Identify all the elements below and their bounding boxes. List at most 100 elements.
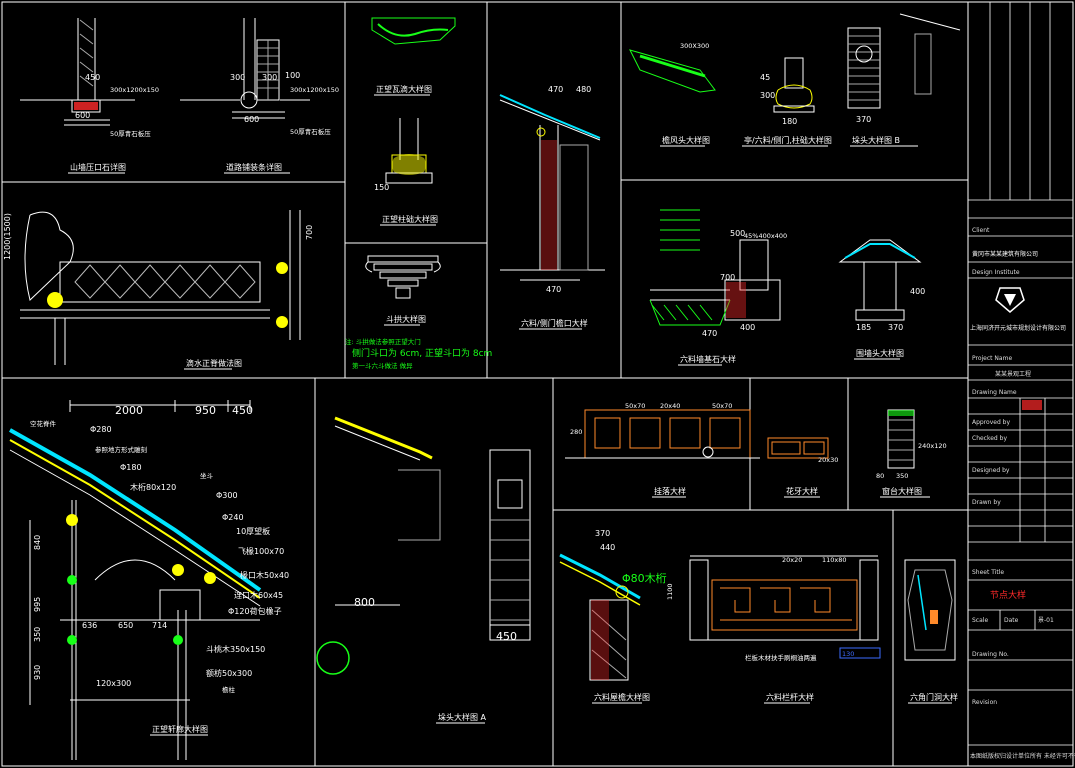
p14-title: 垛头大样图 A [438, 712, 487, 722]
p13-title: 正望轩廊大样图 [152, 724, 208, 734]
p13-label-phi240: Φ240 [222, 513, 244, 522]
p8-dim-b: 300 [760, 91, 775, 100]
p6-dim-a: 470 [548, 85, 563, 94]
panel-gable-head-b: 370 垛头大样图 B [847, 13, 961, 147]
p13-label-board: 10厚望板 [236, 526, 270, 536]
p13-label-phi280: Φ280 [90, 425, 112, 434]
company-logo [995, 287, 1025, 313]
p10-dim-d: 400 [740, 323, 755, 332]
panel-bracket-set: 斗拱大样图 注: 斗拱做法参照正望大门 侧门斗口为 6cm, 正望斗口为 8cm… [345, 255, 492, 370]
tb-footnote: 本图纸版权归设计单位所有 未经许可不得复制 [970, 752, 1075, 760]
panel-window-sill: 240x120 80 350 窗台大样图 [876, 409, 947, 498]
p1-title: 山墙压口石详图 [70, 162, 126, 172]
tb-label-drawn: Drawn by [972, 499, 1001, 506]
p1-dim-450: 450 [85, 73, 100, 82]
p13-label-eave: 椽口木50x40 [240, 570, 289, 580]
p8-dim-a: 45 [760, 73, 770, 82]
p5-title: 斗拱大样图 [386, 314, 426, 324]
panel-pavilion-base: 45 300 180 亭/六料/侧门,柱础大样图 [742, 57, 832, 147]
p13-label-120x300: 120x300 [96, 679, 131, 688]
p1-dim-stone: 300x1200x150 [110, 86, 159, 94]
p10-dim-c: 700 [720, 273, 735, 282]
p18-dim-a: 370 [595, 529, 610, 538]
p13-dim-636: 636 [82, 621, 97, 630]
panel-gable-head-a: 800 450 垛头大样图 A [316, 416, 531, 724]
p14-dim-450: 450 [496, 630, 517, 643]
p9-dim: 370 [856, 115, 871, 124]
panel-flower-bracket: 20x30 花牙大样 [767, 437, 838, 498]
p13-label-phi300: Φ300 [216, 491, 238, 500]
p13-dim-450: 450 [232, 404, 253, 417]
p12-title: 滴水正脊做法图 [186, 358, 242, 368]
panel-tile-drip: 正望瓦滴大样图 [371, 17, 456, 96]
p1-dim-slab: 50厚青石板压 [110, 129, 151, 138]
p18-label-purlin: Φ80木桁 [622, 571, 667, 585]
p13-label-seat: 坐斗 [200, 471, 214, 480]
tb-label-checked: Checked by [972, 435, 1007, 442]
p13-label-carve: 参照地方形式雕刻 [95, 445, 147, 454]
p4-dim: 150 [374, 183, 389, 192]
p8-title: 亭/六料/侧门,柱础大样图 [744, 135, 832, 145]
panel-column-base: 150 正望柱础大样图 [374, 118, 438, 226]
p15-dim-a: 50x70 [625, 402, 645, 410]
p18-dim-b: 440 [600, 543, 615, 552]
p17-dim-c: 350 [896, 472, 908, 480]
tb-project: 某某景观工程 [995, 370, 1031, 378]
title-block: Client 黄冈市某某建筑有限公司 Design Institute 上海同济… [968, 2, 1075, 760]
p19-title: 六料栏杆大样 [766, 692, 814, 702]
tb-client: 黄冈市某某建筑有限公司 [972, 250, 1038, 258]
p12-dim-a: 1200(1500) [3, 213, 12, 260]
p15-dim-c: 50x70 [712, 402, 732, 410]
p13-label-column: 檐柱 [222, 685, 236, 694]
p1-dim-600: 600 [75, 111, 90, 120]
p11-title: 围墙头大样图 [856, 348, 904, 358]
p20-title: 六角门洞大样 [910, 692, 958, 702]
panel-eave-wind-head: 300X300 檐风头大样图 [629, 42, 716, 147]
tb-label-date: Date [1004, 617, 1019, 624]
p19-dim-h: 1100 [666, 583, 674, 600]
panel-wall-head: 185 400 370 围墙头大样图 [838, 239, 925, 360]
p9-title: 垛头大样图 B [852, 135, 900, 145]
p13-dim-995: 995 [33, 597, 42, 612]
p11-dim-b: 400 [910, 287, 925, 296]
panel-hex-doorway: 六角门洞大样 [904, 559, 958, 704]
p17-dim-a: 240x120 [918, 442, 947, 450]
p19-note: 栏板木材扶手刷桐油两遍 [745, 653, 817, 662]
p10-dim-b: 45%400x400 [744, 232, 787, 240]
p13-dim-950: 950 [195, 404, 216, 417]
p19-dim-c: 130 [842, 650, 854, 658]
note-1: 注: 斗拱做法参照正望大门 [345, 337, 421, 346]
p13-label-phi180: Φ180 [120, 463, 142, 472]
tb-label-drawing: Drawing Name [972, 389, 1017, 396]
p13-label-purlin: 木桁80x120 [130, 482, 176, 492]
p2-dim-stone: 300x1200x150 [290, 86, 339, 94]
tb-label-sheet: Sheet Title [972, 569, 1004, 576]
p14-dim-800: 800 [354, 596, 375, 609]
p13-dim-650: 650 [118, 621, 133, 630]
p8-dim-c: 180 [782, 117, 797, 126]
tb-stamp [1022, 400, 1042, 410]
p13-label-joint: 连口木60x45 [234, 590, 283, 600]
p15-title: 挂落大样 [654, 486, 686, 496]
p13-label-lintel: 额枋50x300 [206, 668, 252, 678]
p6-dim-b: 480 [576, 85, 591, 94]
p2-title: 道路铺装条详图 [226, 162, 282, 172]
tb-sheet-no: 景-01 [1038, 617, 1054, 624]
panel-railing: 1100 20x20 110x80 130 栏板木材扶手刷桐油两遍 六料栏杆大样 [666, 555, 881, 704]
p11-dim-c: 370 [888, 323, 903, 332]
tb-label-scale: Scale [972, 617, 988, 624]
p19-dim-a: 20x20 [782, 556, 802, 564]
panel-road-paving: 300 300 100 300x1200x150 600 50厚青石板压 道路铺… [180, 18, 339, 174]
tb-label-approved: Approved by [972, 419, 1010, 426]
p17-title: 窗台大样图 [882, 486, 922, 496]
tb-label-designed: Designed by [972, 467, 1010, 474]
p10-title: 六料墙基石大样 [680, 354, 736, 364]
p10-dim-e: 470 [702, 329, 717, 338]
p13-label-phi120: Φ120荷包橡子 [228, 606, 282, 616]
p13-dim-930: 930 [33, 665, 42, 680]
p2-dim-a: 300 [230, 73, 245, 82]
p6-title: 六料/侧门檐口大样 [521, 318, 588, 328]
tb-label-project: Project Name [972, 355, 1012, 362]
